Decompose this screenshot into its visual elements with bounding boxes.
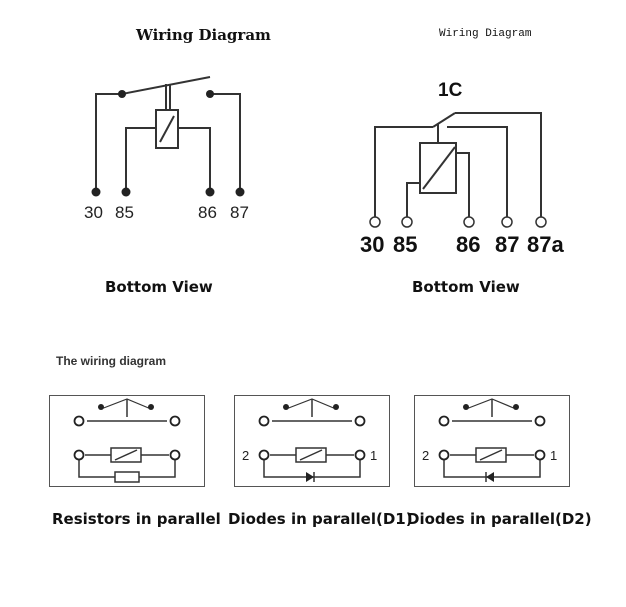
contact-dot [206, 90, 214, 98]
contact-dot [463, 404, 469, 410]
relay-4pin-diagram: 30 85 86 87 [84, 76, 249, 222]
contact-dot [98, 404, 104, 410]
pin-86-terminal [463, 216, 475, 228]
pin-label-87a: 87a [527, 232, 564, 257]
terminal [258, 415, 270, 427]
terminal-label-left: 2 [242, 448, 249, 463]
pin-30-terminal [369, 216, 381, 228]
pin-85-terminal [121, 187, 131, 197]
terminal [169, 449, 181, 461]
pin-label-86: 86 [198, 203, 217, 222]
terminal-label-left: 2 [422, 448, 429, 463]
terminal [258, 449, 270, 461]
panel-caption-resistor: Resistors in parallel [52, 510, 221, 528]
terminal [534, 415, 546, 427]
terminal [169, 415, 181, 427]
contact-dot [118, 90, 126, 98]
panel-caption-d1: Diodes in parallel(D1) [228, 510, 413, 528]
contact-dot [148, 404, 154, 410]
panel-resistor-parallel [49, 395, 205, 487]
pin-87-terminal [235, 187, 245, 197]
pin-label-87: 87 [495, 232, 519, 257]
relay-type-label: 1C [438, 80, 463, 101]
diode-symbol [486, 472, 494, 482]
pin-label-30: 30 [84, 203, 103, 222]
pin-label-87: 87 [230, 203, 249, 222]
pin-label-85: 85 [393, 232, 417, 257]
pin-87a-terminal [535, 216, 547, 228]
pin-label-86: 86 [456, 232, 480, 257]
diode-symbol [306, 472, 314, 482]
top-right-title: Wiring Diagram [439, 28, 532, 40]
top-left-caption: Bottom View [105, 278, 213, 296]
terminal [354, 449, 366, 461]
terminal [438, 415, 450, 427]
panel-caption-d2: Diodes in parallel(D2) [407, 510, 592, 528]
bottom-section-title: The wiring diagram [56, 354, 167, 368]
terminal [73, 449, 85, 461]
pin-30-terminal [91, 187, 101, 197]
terminal-label-right: 1 [550, 448, 557, 463]
pin-85-terminal [401, 216, 413, 228]
terminal-label-right: 1 [370, 448, 377, 463]
pin-87-terminal [501, 216, 513, 228]
top-left-title: Wiring Diagram [136, 26, 271, 44]
pin-label-85: 85 [115, 203, 134, 222]
top-right-caption: Bottom View [412, 278, 520, 296]
terminal [73, 415, 85, 427]
relay-5pin-diagram: 30 85 86 87 87a [360, 112, 564, 257]
contact-dot [513, 404, 519, 410]
panel-diode-d2: 2 1 [414, 395, 570, 487]
terminal [438, 449, 450, 461]
contact-dot [283, 404, 289, 410]
terminal [354, 415, 366, 427]
terminal [534, 449, 546, 461]
pin-label-30: 30 [360, 232, 384, 257]
pin-86-terminal [205, 187, 215, 197]
contact-dot [333, 404, 339, 410]
panel-diode-d1: 2 1 [234, 395, 390, 487]
